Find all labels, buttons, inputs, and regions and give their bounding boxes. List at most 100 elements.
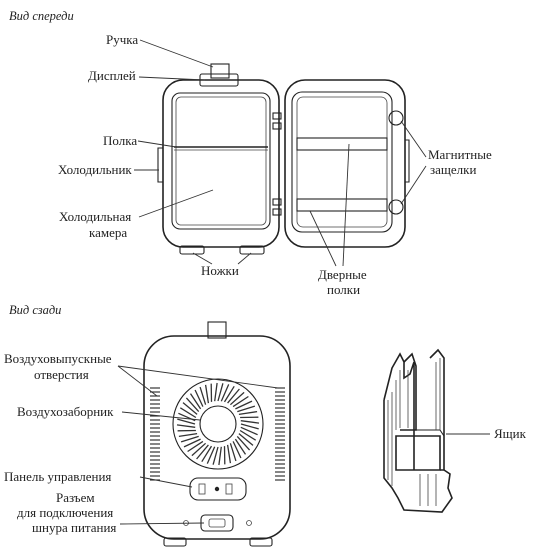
label-magnetic-line2: защелки — [430, 162, 476, 177]
drawer-shape — [383, 348, 453, 513]
back-view-title: Вид сзади — [9, 303, 61, 317]
label-connector-line3: шнура питания — [32, 520, 116, 535]
leader-handle — [139, 39, 214, 68]
fan-slot — [176, 424, 196, 428]
vent-slats-right — [275, 387, 285, 481]
fan-slot — [187, 440, 204, 453]
fan-slot — [234, 438, 247, 455]
label-display: Дисплей — [88, 68, 136, 83]
back-outer-shell — [143, 335, 291, 540]
front-door — [284, 79, 410, 248]
front-view-title: Вид спереди — [9, 9, 74, 23]
label-chamber-line2: камера — [89, 225, 127, 240]
foot-left — [179, 245, 205, 255]
door-outer-shell — [284, 79, 406, 248]
fan-slot — [237, 405, 256, 413]
leader-connector — [119, 522, 205, 525]
label-door-shelves-line2: полки — [327, 282, 360, 297]
fan-slot — [182, 402, 198, 415]
connector-screw-right — [246, 520, 252, 526]
label-vents-line2: отверстия — [34, 367, 89, 382]
fan-slot — [232, 395, 249, 408]
fan-slot — [232, 441, 242, 459]
label-door-shelves-line1: Дверные — [318, 267, 367, 282]
side-bump — [157, 147, 163, 183]
hinge-top — [272, 112, 282, 120]
label-handle: Ручка — [106, 32, 138, 47]
leader-feet-right — [237, 252, 252, 265]
label-chamber-line1: Холодильная — [59, 209, 131, 224]
label-fridge: Холодильник — [58, 162, 132, 177]
fan-slot — [240, 420, 260, 424]
fan-slot — [217, 383, 224, 402]
leader-shelf — [137, 140, 177, 148]
leader-magnetic-top — [400, 120, 427, 158]
drawer-back-right — [429, 348, 445, 471]
fan-slot — [191, 442, 207, 457]
fridge-outer-shell — [162, 79, 280, 248]
fan-slot — [199, 386, 207, 405]
foot-right — [239, 245, 265, 255]
back-foot-left — [163, 537, 187, 547]
fan-slot — [239, 429, 257, 441]
label-connector-line2: для подключения — [17, 505, 113, 520]
fan-slot — [180, 435, 199, 443]
power-socket — [200, 514, 234, 532]
magnetic-latch-top — [388, 110, 404, 126]
hinge-bottom — [272, 198, 282, 206]
fan-slot — [227, 388, 240, 404]
fan-outer-ring — [172, 378, 264, 470]
fan-slots — [176, 382, 260, 466]
control-button-2 — [225, 483, 233, 495]
magnetic-latch-bottom — [388, 199, 404, 215]
leader-magnetic-bottom — [400, 165, 427, 205]
fan-slot — [240, 423, 259, 430]
fan-slot — [189, 393, 202, 410]
leader-door-shelf-upper — [342, 143, 350, 267]
label-drawer: Ящик — [494, 426, 527, 441]
front-fridge-body — [157, 63, 280, 255]
hinge-bottom-2 — [272, 208, 282, 216]
leader-intake — [121, 411, 201, 421]
door-shelf-upper — [296, 137, 388, 151]
fan-slot — [196, 444, 209, 460]
back-control-panel — [189, 477, 247, 501]
leader-door-shelf-lower — [309, 210, 337, 267]
hinges — [272, 112, 282, 216]
hinge-top-2 — [272, 122, 282, 130]
drawer-front — [383, 400, 453, 513]
fan-slot — [229, 443, 237, 462]
fan-slot — [226, 444, 232, 464]
fan-slot — [236, 435, 251, 451]
door-side-bump — [405, 139, 410, 183]
control-indicator — [214, 486, 220, 492]
air-intake-fan — [172, 378, 264, 470]
leader-vents-right — [117, 365, 279, 389]
control-panel-frame — [189, 477, 247, 501]
leader-vents-left — [117, 365, 158, 397]
fan-slot — [229, 391, 245, 406]
fan-hub — [199, 405, 237, 443]
fridge-chamber-inner — [175, 96, 267, 226]
leader-feet-left — [192, 252, 213, 265]
vent-slats-left — [150, 387, 160, 481]
fan-slot — [235, 400, 253, 410]
fan-slot — [220, 384, 230, 402]
label-vents-line1: Воздуховыпускные — [4, 351, 112, 366]
leader-chamber — [138, 189, 214, 218]
fan-slot — [185, 397, 200, 413]
fan-slot — [223, 385, 235, 403]
fan-slot — [204, 384, 210, 404]
power-socket-inner — [208, 518, 226, 528]
fan-slot — [179, 407, 197, 419]
fan-slot — [214, 382, 218, 402]
back-foot-right — [249, 537, 273, 547]
front-labels: Ручка Дисплей Полка Холодильник Холодиль… — [58, 32, 492, 297]
fan-slot — [178, 432, 198, 438]
label-shelf: Полка — [103, 133, 137, 148]
label-control-panel: Панель управления — [4, 469, 111, 484]
label-magnetic-line1: Магнитные — [428, 147, 492, 162]
back-labels: Воздуховыпускные отверстия Воздухозаборн… — [4, 351, 279, 535]
fan-slot — [201, 445, 213, 463]
label-feet: Ножки — [201, 263, 239, 278]
